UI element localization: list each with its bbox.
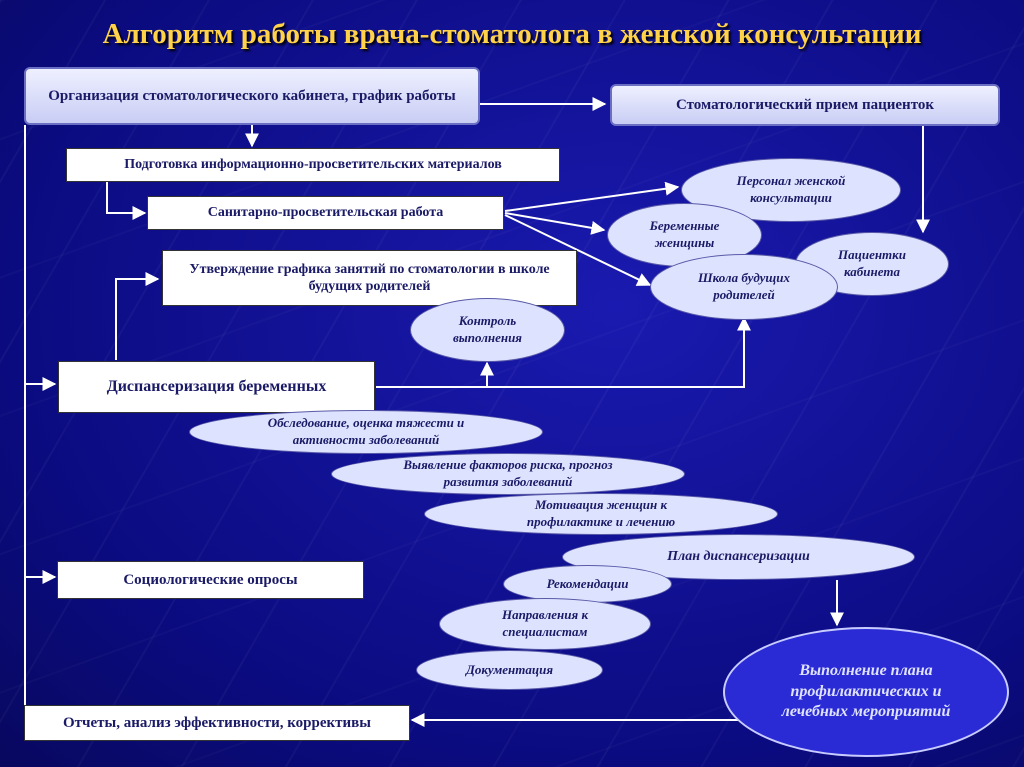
referrals-oval: Направления к специалистам <box>439 598 651 650</box>
school-oval: Школа будущих родителей <box>650 254 838 320</box>
plan-oval: План диспансеризации <box>562 534 915 580</box>
arrow-sanitary-to-school <box>504 214 652 286</box>
recommendations-oval: Рекомендации <box>503 565 672 603</box>
risk-oval: Выявление факторов риска, прогноз развит… <box>331 453 685 495</box>
arrow-sanitary-to-staff <box>504 181 680 212</box>
schedule-box: Утверждение графика занятий по стоматоло… <box>162 250 577 306</box>
fulfillment-oval: Выполнение плана профилактических и лече… <box>723 627 1009 757</box>
patients-oval: Пациентки кабинета <box>795 232 949 296</box>
control-oval: Контроль выполнения <box>410 298 565 362</box>
organization-box: Организация стоматологического кабинета,… <box>24 67 480 125</box>
motivation-oval: Мотивация женщин к профилактике и лечени… <box>424 493 778 535</box>
materials-box: Подготовка информационно-просветительски… <box>66 148 560 182</box>
arrow-materials-to-sanitary <box>106 182 147 220</box>
reception-box: Стоматологический прием пациенток <box>610 84 1000 126</box>
exam-oval: Обследование, оценка тяжести и активност… <box>189 410 543 454</box>
dispensary-box: Диспансеризация беременных <box>58 361 375 413</box>
surveys-box: Социологические опросы <box>57 561 364 599</box>
arrow-dispensary-to-school <box>376 316 751 388</box>
arrow-dispensary-to-schedule <box>115 272 160 360</box>
sanitary-box: Санитарно-просветительская работа <box>147 196 504 230</box>
reports-box: Отчеты, анализ эффективности, коррективы <box>24 705 410 741</box>
arrow-sanitary-to-pregnant <box>504 212 606 235</box>
page-title: Алгоритм работы врача-стоматолога в женс… <box>102 18 922 50</box>
documentation-oval: Документация <box>416 650 603 690</box>
